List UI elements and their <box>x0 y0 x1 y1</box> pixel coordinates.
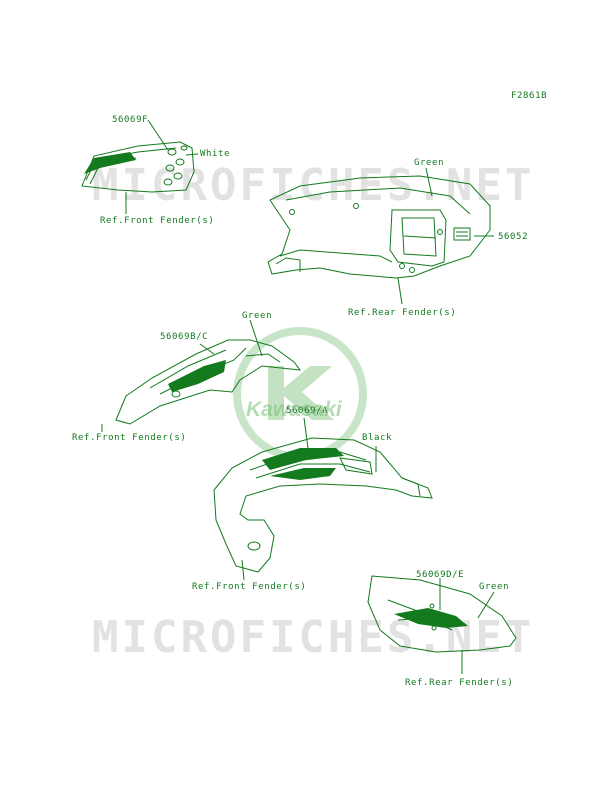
ref-rear-fender-label-2: Ref.Rear Fender(s) <box>405 678 514 688</box>
ref-front-fender-label-1: Ref.Front Fender(s) <box>100 216 215 226</box>
emblem-56069F <box>81 119 199 214</box>
fender-decal-56069A <box>213 417 433 581</box>
color-label-green-1: Green <box>414 158 445 168</box>
watermark-brand: Kawasaki <box>246 398 342 421</box>
watermark-text-top: MICROFICHES.NET <box>92 160 535 211</box>
part-number-56069F: 56069F <box>112 115 149 125</box>
ref-front-fender-label-3: Ref.Front Fender(s) <box>192 582 307 592</box>
ref-front-fender-label-2: Ref.Front Fender(s) <box>72 433 187 443</box>
fender-decal-56069DE <box>367 575 517 674</box>
color-label-black: Black <box>362 433 393 443</box>
figure-code: F2861B <box>511 91 548 101</box>
color-label-white: White <box>200 149 231 159</box>
seat-cowl-56052 <box>267 167 494 305</box>
ref-rear-fender-label-1: Ref.Rear Fender(s) <box>348 308 457 318</box>
part-number-56052: 56052 <box>498 232 529 242</box>
fender-decal-56069BC <box>101 319 302 432</box>
part-number-56069A: 56069/A <box>286 406 329 416</box>
part-number-56069DE: 56069D/E <box>416 570 465 580</box>
color-label-green-3: Green <box>479 582 510 592</box>
color-label-green-2: Green <box>242 311 273 321</box>
part-number-56069BC: 56069B/C <box>160 332 209 342</box>
